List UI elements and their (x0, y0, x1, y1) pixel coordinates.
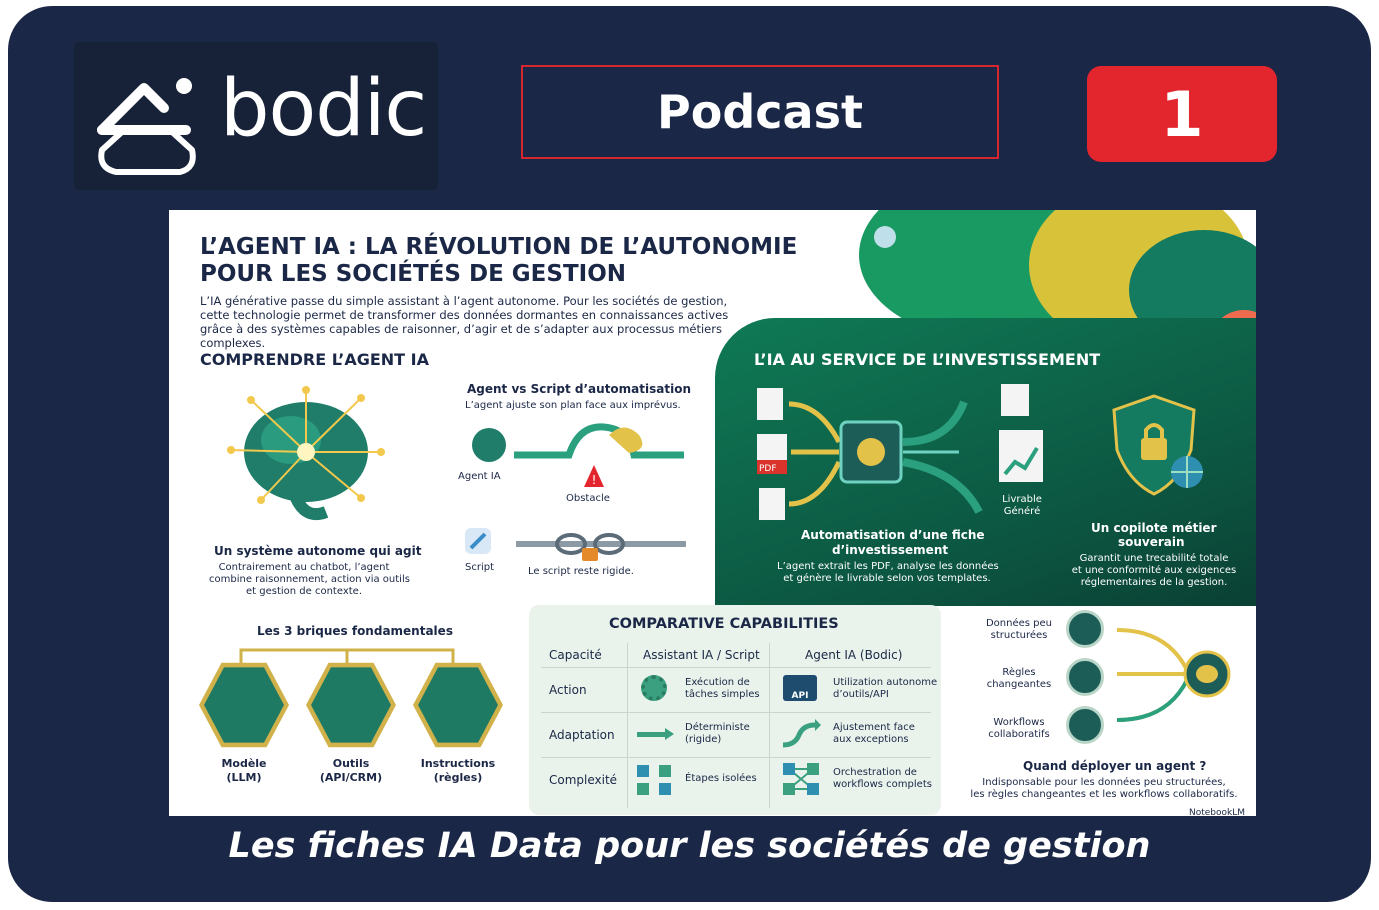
house-cloud-icon (97, 78, 196, 175)
table-divider (541, 712, 931, 713)
deploy-item-1-l1: Données peu (985, 618, 1053, 629)
svg-text:!: ! (592, 473, 597, 487)
rules-list-icon (1066, 658, 1104, 696)
brick-tools-l1: Outils (332, 757, 370, 770)
col-header-agent: Agent IA (Bodic) (805, 648, 903, 662)
row-action-assistant-1: Exécution de (685, 677, 750, 688)
report-chart-icon (999, 384, 1043, 482)
cover-caption: Les fiches IA Data pour les sociétés de … (228, 826, 1151, 866)
obstacle-label: Obstacle (566, 493, 610, 504)
row-adaptation-agent-2: aux exceptions (833, 734, 909, 745)
curve-arrow-icon (782, 719, 821, 748)
auto-text-1: L’agent extrait les PDF, analyse les don… (777, 561, 999, 572)
deploy-item-3-l1: Workflows (993, 717, 1045, 728)
cover-frame: bodic Podcast 1 L’AGENT IA : LA RÉVOLUTI… (8, 6, 1371, 902)
system-title: Un système autonome qui agit (214, 544, 422, 558)
infographic: L’AGENT IA : LA RÉVOLUTION DE L’AUTONOMI… (169, 210, 1256, 816)
brick-tools-l2: (API/CRM) (319, 771, 383, 784)
bodic-logo: bodic (74, 42, 438, 190)
table-divider (541, 757, 931, 758)
row-adaptation-agent-1: Ajustement face (833, 722, 915, 733)
workflow-network-icon (783, 763, 819, 795)
system-text-3: et gestion de contexte. (246, 586, 362, 597)
infographic-title-line2: POUR LES SOCIÉTÉS DE GESTION (200, 261, 626, 287)
row-action-assistant-2: tâches simples (685, 689, 760, 700)
comparison-title: COMPARATIVE CAPABILITIES (609, 616, 839, 632)
deploy-item-2-l2: changeantes (986, 679, 1052, 690)
pdf-icon-label: PDF (759, 464, 777, 474)
table-divider (541, 667, 931, 668)
auto-title-1: Automatisation d’une fiche (801, 528, 985, 542)
brick-model-l2: (LLM) (226, 771, 262, 784)
gear-icon (641, 675, 667, 701)
shield-lock-globe-icon (1112, 394, 1203, 496)
brain-network-icon (227, 386, 385, 521)
system-text-2: combine raisonnement, action via outils (209, 574, 410, 585)
deploy-item-3-l2: collaboratifs (988, 729, 1050, 740)
row-adaptation-assistant-1: Déterministe (685, 722, 750, 733)
vs-subtitle: L’agent ajuste son plan face aux imprévu… (465, 400, 681, 411)
table-divider (627, 643, 628, 808)
comparison-table: COMPARATIVE CAPABILITIES Capacité Assist… (529, 605, 941, 815)
episode-number: 1 (1087, 66, 1277, 162)
table-divider (769, 643, 770, 808)
infographic-lead: L’IA générative passe du simple assistan… (200, 294, 729, 350)
row-action-agent-2: d’outils/API (833, 689, 889, 700)
brain-icon (204, 667, 284, 743)
col-header-assistant: Assistant IA / Script (643, 648, 760, 662)
deploy-item-1-l2: structurées (990, 630, 1048, 641)
script-rigid-text: Le script reste rigide. (528, 566, 634, 577)
cloud-data-icon (1066, 610, 1104, 648)
deliverable-l1: Livrable (1002, 494, 1042, 505)
system-text-1: Contrairement au chatbot, l’agent (218, 562, 390, 573)
arrow-right-icon-head (665, 728, 674, 740)
brick-model-l1: Modèle (221, 757, 267, 770)
copilot-text-1: Garantit une trecabilité totale (1079, 553, 1229, 564)
agent-label: Agent IA (458, 471, 501, 482)
deploy-title: Quand déployer un agent ? (1023, 759, 1207, 773)
brick-instructions-l2: (règles) (433, 771, 483, 784)
copilot-title-1: Un copilote métier (1091, 521, 1217, 535)
auto-text-2: et génère le livrable selon vos template… (783, 573, 991, 584)
row-adaptation-capacity: Adaptation (549, 728, 615, 742)
isolated-blocks-icon (637, 765, 671, 795)
row-complexity-capacity: Complexité (549, 773, 618, 787)
bricks-title: Les 3 briques fondamentales (257, 624, 453, 638)
row-action-agent-1: Utilization autonome (833, 677, 938, 688)
podcast-label: Podcast (521, 65, 999, 159)
agent-path-diagram: ! (472, 423, 684, 487)
vs-title: Agent vs Script d’automatisation (467, 382, 692, 396)
deploy-item-2-l1: Règles (1002, 667, 1036, 678)
row-complexity-assistant-1: Étapes isolées (685, 773, 757, 784)
brand-name: bodic (220, 64, 427, 154)
arrow-right-icon (637, 732, 667, 737)
brick-instructions-l1: Instructions (420, 757, 496, 770)
tools-icon (311, 667, 391, 743)
deploy-text-2: les règles changeantes et les workflows … (970, 789, 1238, 800)
deploy-flow-diagram (1116, 628, 1231, 722)
copilot-text-2: et une conformité aux exigences (1071, 565, 1237, 576)
row-adaptation-assistant-2: (rigide) (685, 734, 722, 745)
checklist-icon (418, 667, 498, 743)
notebooklm-credit: NotebookLM (1189, 808, 1246, 816)
deliverable-l2: Généré (1003, 506, 1041, 517)
row-complexity-agent-1: Orchestration de (833, 767, 917, 778)
understand-title: COMPRENDRE L’AGENT IA (200, 350, 429, 369)
chain-lock-diagram (465, 528, 686, 561)
decor-blob (874, 226, 896, 248)
deploy-text-1: Indisponsable pour les données peu struc… (982, 777, 1226, 788)
row-complexity-agent-2: workflows complets (833, 779, 932, 790)
script-label: Script (465, 562, 495, 573)
copilot-text-3: réglementaires de la gestion. (1080, 577, 1228, 588)
copilot-title-2: souverain (1118, 535, 1185, 549)
col-header-capacity: Capacité (549, 648, 602, 662)
invest-title: L’IA AU SERVICE DE L’INVESTISSEMENT (754, 350, 1101, 369)
document-pipeline-diagram (757, 388, 983, 520)
row-action-capacity: Action (549, 683, 587, 697)
team-workflow-icon (1066, 706, 1104, 744)
api-icon: API (783, 675, 817, 701)
infographic-title-line1: L’AGENT IA : LA RÉVOLUTION DE L’AUTONOMI… (200, 234, 798, 260)
auto-title-2: d’investissement (832, 543, 949, 557)
